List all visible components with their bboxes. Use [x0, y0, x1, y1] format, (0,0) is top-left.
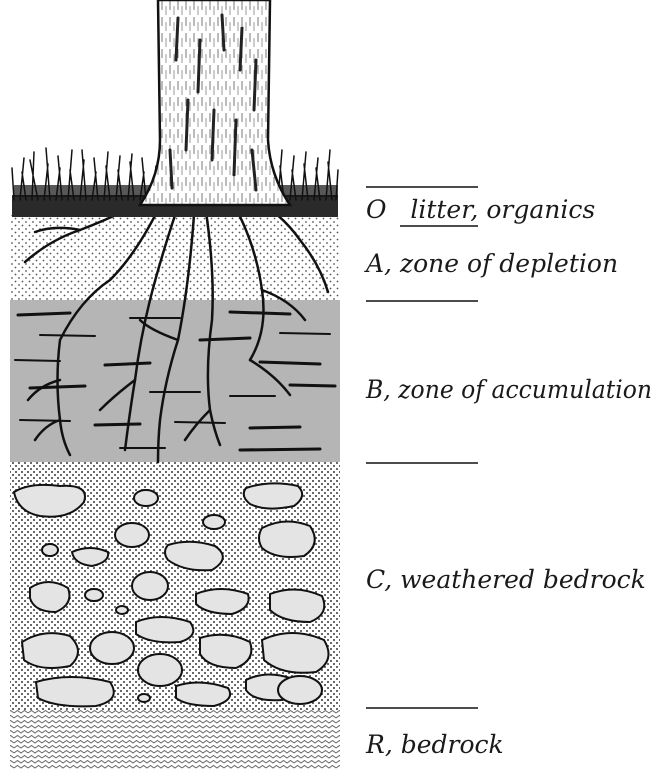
horizon-labels: O litter, organics A, zone of depletion … [364, 195, 652, 759]
tree-trunk [140, 0, 290, 205]
label-r-horizon: R, bedrock [365, 730, 504, 759]
label-c-horizon: C, weathered bedrock [366, 565, 646, 594]
label-a-horizon: A, zone of depletion [364, 249, 618, 278]
label-b-horizon: B, zone of accumulation [365, 375, 652, 404]
label-o-horizon: O litter, organics [366, 195, 595, 224]
r-horizon-band [10, 710, 340, 770]
